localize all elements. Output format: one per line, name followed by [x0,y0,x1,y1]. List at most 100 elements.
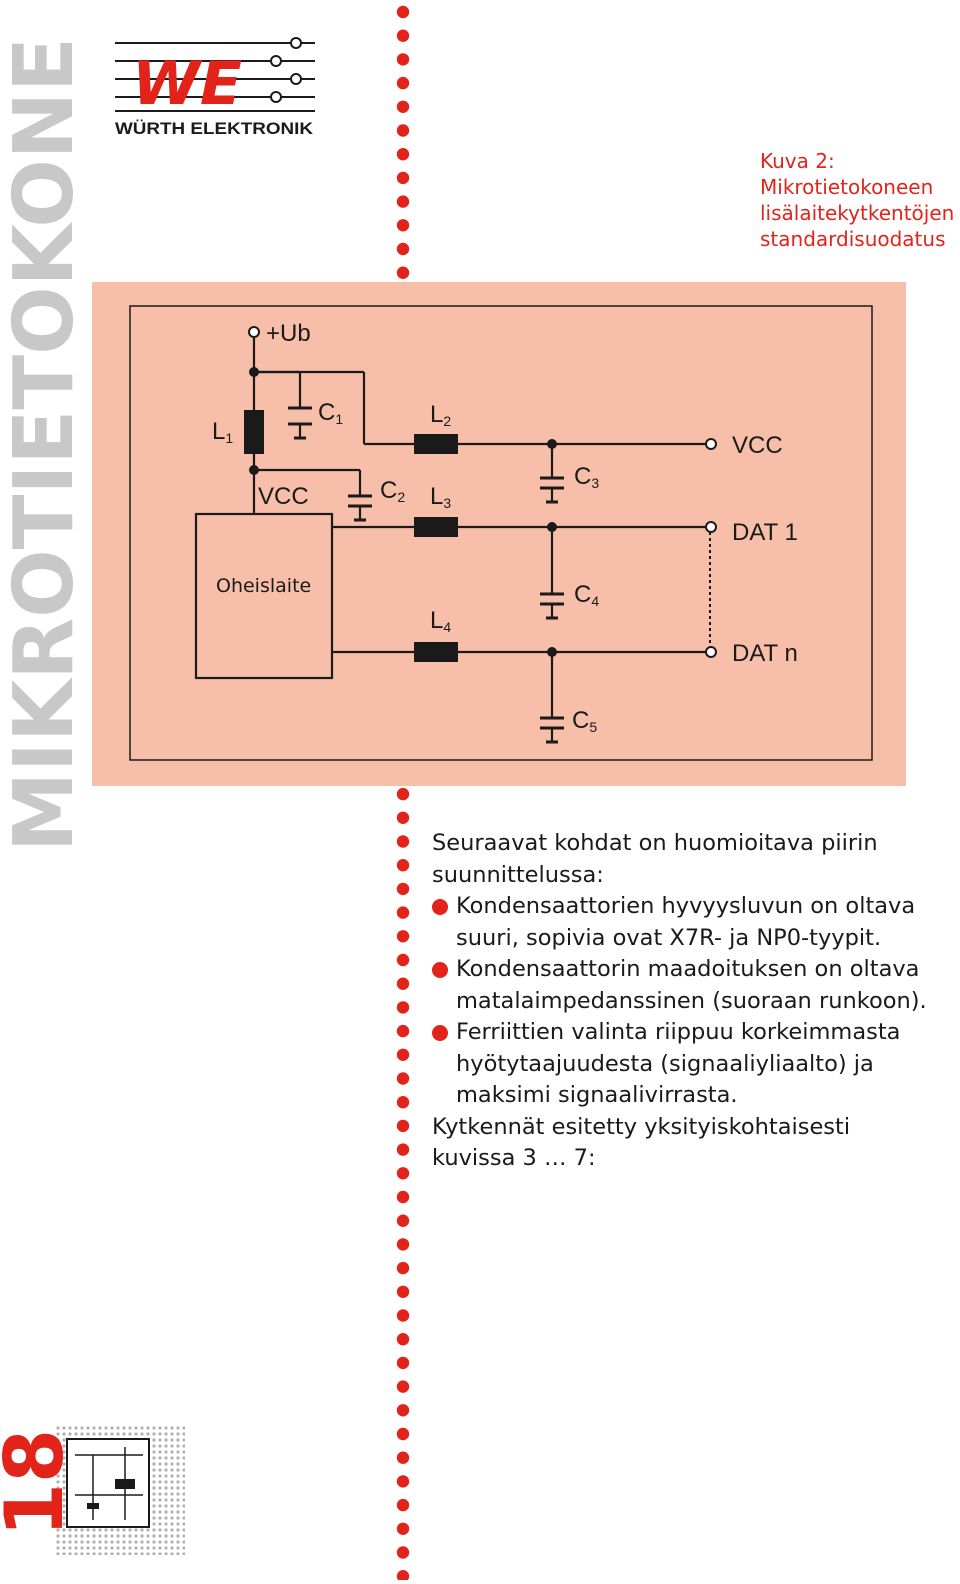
divider-dot [396,1404,410,1417]
divider-dot [396,1451,410,1464]
circuit-thumbnail-icon [55,1425,185,1555]
side-title: MIKROTIETOKONE [0,30,80,860]
caption-line: standardisuodatus [760,227,946,251]
output-datn-label: DAT n [732,640,798,667]
inductor-l4 [414,642,458,662]
caption-line: lisälaitekytkentöjen [760,201,955,225]
dotted-divider [394,0,412,1583]
circuit-diagram: Oheislaite VCC +Ub VCC DAT 1 DAT n L1 C1… [92,282,906,786]
bullet-line: hyötytaajuudesta (signaaliyliaalto) ja [456,1050,874,1077]
figure-caption: Kuva 2: Mikrotietokoneen lisälaitekytken… [760,148,960,252]
bullet-line: maksimi signaalivirrasta. [456,1082,738,1108]
inductor-l3 [414,517,458,537]
supply-label: +Ub [266,320,311,347]
divider-dot [396,787,410,801]
divider-dot [396,1214,410,1227]
divider-dot [396,195,410,208]
bullet-line: Kondensaattorien hyvyysluvun on oltava [456,893,916,919]
label-l2: L2 [430,401,451,429]
logo-circuit-lines-icon [115,37,315,112]
page-number: 18 [0,1425,95,1540]
bullet-dot-icon [432,1025,448,1041]
divider-dot [396,1072,410,1085]
logo-mark: WE [132,49,242,119]
divider-dot [396,266,410,279]
divider-dot [396,124,410,137]
device-label: Oheislaite [216,575,311,597]
output-vcc-label: VCC [732,432,783,459]
divider-dot [396,1333,410,1346]
divider-dot [396,1190,410,1204]
bullet-dot-icon [432,962,448,978]
divider-dot [396,1522,410,1536]
label-l1: L1 [212,418,233,446]
bullet-item: Kondensaattorin maadoituksen on oltava m… [432,954,952,1017]
divider-dot [396,835,410,848]
intro-line: Seuraavat kohdat on huomioitava piirin [432,830,878,856]
divider-dot [396,5,410,19]
label-c1: C1 [318,399,343,427]
divider-dot [396,811,410,824]
divider-dot [396,1096,410,1109]
device-vcc-label: VCC [258,483,309,510]
inductor-l1 [244,410,264,454]
divider-dot [396,219,410,232]
divider-dot [396,953,410,967]
divider-dot [396,1570,410,1583]
bullet-item: Ferriittien valinta riippuu korkeimmasta… [432,1017,952,1112]
divider-dot [396,1475,410,1488]
circuit-wires [252,338,706,742]
caption-line: Kuva 2: [760,149,835,173]
divider-dot [396,859,410,872]
terminal-circles [248,326,717,658]
label-c3: C3 [574,463,599,491]
divider-dot [396,1119,410,1133]
divider-dot [396,1001,410,1014]
logo-company: WÜRTH ELEKTRONIK [115,119,314,138]
divider-dot [396,1024,410,1038]
diagram-frame [129,305,873,761]
divider-dot [396,1261,410,1275]
bullet-line: suuri, sopivia ovat X7R- ja NP0-tyypit. [456,924,882,951]
divider-dot [396,1048,410,1062]
intro-line: suunnittelussa: [432,861,604,888]
design-notes: Seuraavat kohdat on huomioitava piirin s… [432,828,952,1175]
label-c5: C5 [572,707,597,735]
page-number-text: 18 [0,1429,81,1537]
divider-dot [396,1167,410,1180]
divider-dot [396,882,410,896]
divider-dot [396,1356,410,1370]
divider-dot [396,906,410,919]
divider-dot [396,930,410,943]
divider-dot [396,977,410,990]
divider-dot [396,100,410,114]
inductor-l2 [414,434,458,454]
bullet-dot-icon [432,899,448,915]
bullet-line: Kondensaattorin maadoituksen on oltava [456,956,920,982]
label-c4: C4 [574,581,599,609]
capacitor-plates [288,406,564,744]
junction-dots [249,367,557,657]
label-l3: L3 [430,483,451,511]
divider-dot [396,29,410,42]
divider-dot [396,1427,410,1441]
divider-dot [396,1143,410,1156]
divider-dot [396,76,410,90]
divider-dot [396,148,410,161]
output-dat1-label: DAT 1 [732,519,798,546]
divider-dot [396,1238,410,1251]
bullet-item: Kondensaattorien hyvyysluvun on oltava s… [432,891,952,954]
device-box [194,512,334,680]
diagram-background [92,282,906,786]
divider-dot [396,1546,410,1559]
caption-line: Mikrotietokoneen [760,175,934,199]
outro-line: kuvissa 3 … 7: [432,1145,596,1171]
divider-dot [396,1309,410,1322]
label-l4: L4 [430,607,451,635]
divider-dot [396,242,410,256]
divider-dot [396,53,410,66]
outro-line: Kytkennät esitetty yksityiskohtaisesti [432,1113,851,1140]
divider-dot [396,171,410,185]
divider-dot [396,1380,410,1393]
side-title-text: MIKROTIETOKONE [0,37,80,852]
